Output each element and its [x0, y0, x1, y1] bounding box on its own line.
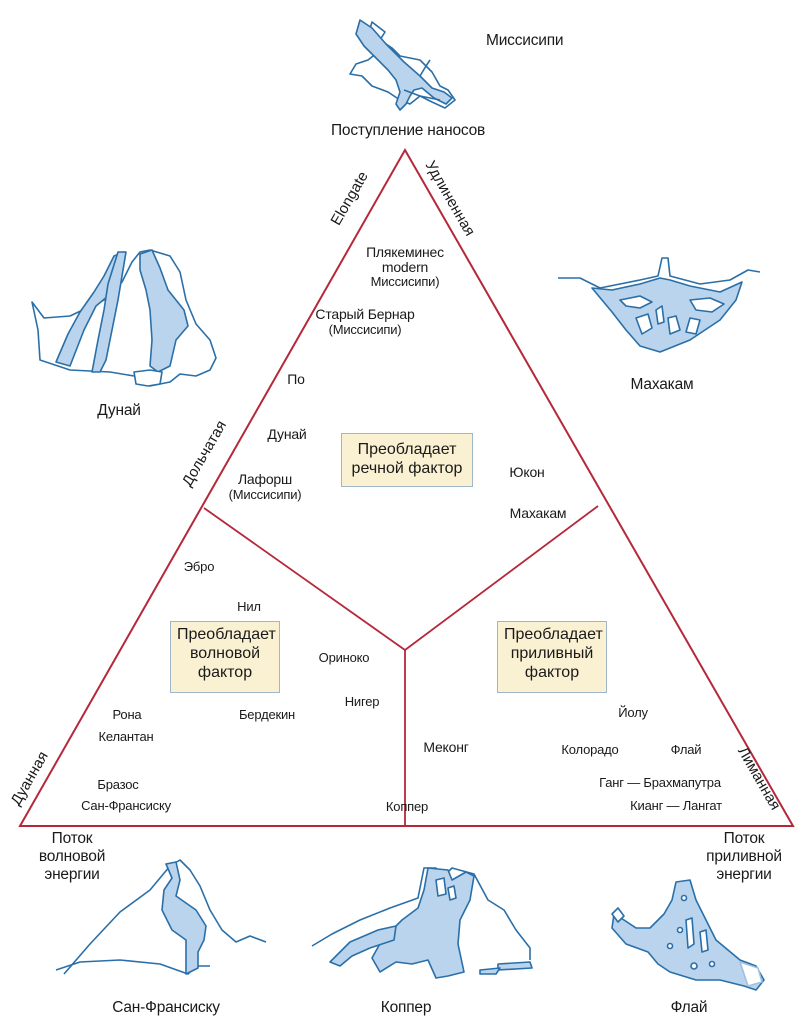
divider-right	[404, 505, 599, 651]
river-label-brazos: Бразос	[97, 777, 139, 792]
san-francisco-map-caption: Сан-Франсиску	[112, 999, 220, 1016]
tide-box-line-2: приливный	[510, 645, 594, 662]
san-francisco-delta-map	[55, 859, 267, 975]
stary-bernar-line-1: Старый Бернар	[315, 306, 415, 322]
wave-energy-line-2: волновой	[38, 848, 106, 865]
tidal-energy-line-1: Поток	[723, 830, 765, 847]
mahakam-delta-map	[558, 257, 761, 353]
river-label-laforsh: Лафорш (Миссисипи)	[229, 471, 302, 503]
copper-delta-map	[311, 867, 533, 979]
river-label-kiang-langat: Кианг — Лангат	[630, 798, 722, 813]
river-label-plaquemines: Плякеминес modern Миссисипи)	[366, 244, 444, 289]
wave-energy-line-1: Поток	[51, 830, 93, 847]
laforsh-line-2: (Миссисипи)	[228, 487, 302, 502]
river-label-flai: Флай	[670, 742, 702, 757]
river-dominated-box: Преобладает речной фактор	[341, 433, 473, 487]
plaquemines-line-1: Плякеминес	[366, 244, 444, 260]
mahakam-map-caption: Махакам	[630, 376, 694, 393]
river-label-po: По	[287, 371, 305, 387]
river-label-kopper: Коппер	[385, 799, 429, 814]
river-label-dunai: Дунай	[267, 426, 307, 442]
river-label-burdekin: Бердекин	[238, 707, 296, 722]
river-label-rona: Рона	[112, 707, 142, 722]
river-box-line-1: Преобладает	[357, 441, 457, 458]
tide-dominated-box: Преобладает приливный фактор	[497, 621, 607, 693]
danube-map-caption: Дунай	[97, 402, 141, 419]
copper-map-caption: Коппер	[380, 999, 432, 1016]
tide-box-line-1: Преобладает	[504, 626, 603, 643]
plaquemines-line-3: Миссисипи)	[370, 274, 440, 289]
river-label-gang-brahmaputra: Ганг — Брахмапутра	[599, 775, 721, 790]
fly-map-caption: Флай	[670, 999, 708, 1016]
wave-energy-label: Поток волновой энергии	[38, 830, 106, 884]
river-label-niger: Нигер	[344, 694, 380, 709]
river-box-line-2: речной фактор	[351, 460, 463, 477]
fly-delta-map	[611, 879, 765, 991]
sediment-input-label: Поступление наносов	[330, 122, 486, 139]
river-label-stary-bernar: Старый Бернар (Миссисипи)	[315, 306, 414, 338]
stary-bernar-line-2: (Миссисипи)	[328, 322, 402, 337]
river-label-yukon: Юкон	[509, 464, 545, 480]
tide-box-line-3: фактор	[524, 664, 580, 681]
river-label-nil: Нил	[237, 599, 261, 614]
wave-box-line-3: фактор	[197, 664, 253, 681]
river-label-kolorado: Колорадо	[561, 742, 619, 757]
wave-box-line-1: Преобладает	[177, 626, 276, 643]
laforsh-line-1: Лафорш	[237, 471, 293, 487]
wave-dominated-box: Преобладает волновой фактор	[170, 621, 280, 693]
river-label-mahakam: Махакам	[509, 505, 567, 521]
divider-left	[203, 507, 406, 651]
river-label-mekong: Меконг	[423, 739, 469, 755]
danube-delta-map	[31, 249, 217, 387]
mississippi-map-caption: Миссисипи	[486, 32, 564, 49]
tidal-energy-line-3: энергии	[716, 866, 772, 883]
river-label-san-francisco: Сан-Франсиску	[81, 798, 171, 813]
river-label-yolu: Йолу	[618, 705, 648, 720]
wave-energy-line-3: энергии	[44, 866, 100, 883]
plaquemines-line-2: modern	[381, 259, 429, 275]
tidal-energy-label: Поток приливной энергии	[706, 830, 782, 884]
river-label-orinoko: Ориноко	[318, 650, 370, 665]
wave-box-line-2: волновой	[189, 645, 261, 662]
tidal-energy-line-2: приливной	[706, 848, 782, 865]
ternary-triangle	[18, 147, 795, 827]
mississippi-delta-map	[349, 19, 456, 111]
river-label-kelantan: Келантан	[98, 729, 154, 744]
river-label-ebro: Эбро	[183, 559, 215, 574]
